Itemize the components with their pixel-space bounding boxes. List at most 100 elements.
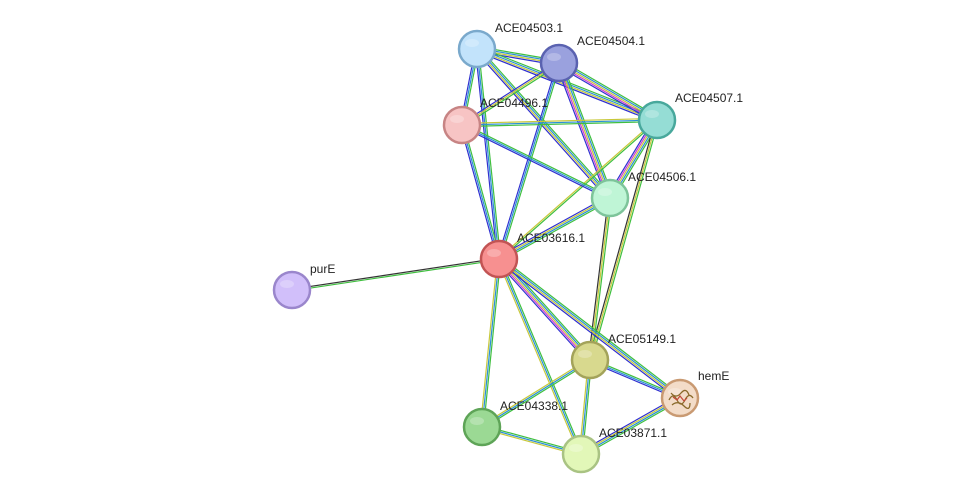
node-highlight (487, 249, 501, 257)
edge-evidence-line (499, 258, 584, 454)
node-label: hemE (698, 369, 729, 383)
edge-ace03616-1-to-pure (291, 257, 500, 292)
edge-evidence-line (480, 358, 590, 427)
node-label: purE (310, 262, 335, 276)
edge-evidence-line (498, 258, 582, 455)
node-circle[interactable] (590, 178, 630, 218)
edge-ace05149-1-to-ace04338-1 (480, 358, 592, 429)
edge-evidence-line (497, 195, 610, 258)
edge-evidence-line (498, 258, 591, 361)
edge-evidence-line (496, 260, 589, 363)
node-circle[interactable] (570, 340, 610, 380)
node-ace03616-1[interactable]: ACE03616.1 (479, 231, 585, 279)
edge-evidence-line (462, 123, 611, 198)
node-circle[interactable] (462, 407, 502, 447)
edge-evidence-line (482, 259, 502, 428)
edge-ace04496-1-to-ace04506-1 (461, 123, 611, 200)
edge-evidence-line (461, 124, 500, 260)
node-circle[interactable] (637, 100, 677, 140)
node-label: ACE03871.1 (599, 426, 667, 440)
node-highlight (280, 280, 294, 288)
node-ace04503-1[interactable]: ACE04503.1 (457, 21, 563, 69)
node-highlight (547, 53, 561, 61)
edge-evidence-line (462, 120, 658, 128)
edge-evidence-line (499, 199, 612, 262)
edge-evidence-line (291, 257, 499, 290)
edge-evidence-line (481, 359, 591, 428)
edge-evidence-line (498, 62, 560, 260)
node-label: ACE04496.1 (480, 96, 548, 110)
protein-structure-icon (668, 389, 694, 410)
edge-evidence-line (555, 63, 608, 200)
node-ace04338-1[interactable]: ACE04338.1 (462, 399, 568, 447)
edge-evidence-line (461, 117, 657, 125)
edge-evidence-line (558, 62, 611, 199)
edge-ace04504-1-to-ace03616-1 (496, 62, 562, 260)
node-ace04504-1[interactable]: ACE04504.1 (539, 34, 645, 83)
edge-evidence-line (496, 62, 559, 259)
node-circle[interactable] (442, 105, 482, 145)
node-circle[interactable] (457, 29, 497, 69)
node-circle[interactable] (561, 434, 601, 474)
edge-evidence-line (497, 260, 679, 401)
node-circle[interactable] (479, 239, 519, 279)
node-highlight (569, 444, 583, 452)
edge-ace03616-1-to-ace03871-1 (496, 258, 584, 455)
edge-evidence-line (498, 196, 610, 259)
node-label: ACE05149.1 (608, 332, 676, 346)
edge-evidence-line (477, 48, 502, 259)
node-label: ACE03616.1 (517, 231, 585, 245)
edge-evidence-line (499, 63, 562, 260)
node-ace03871-1[interactable]: ACE03871.1 (561, 426, 667, 474)
edge-ace04506-1-to-ace03616-1 (497, 195, 612, 262)
node-label: ACE04506.1 (628, 170, 696, 184)
edge-evidence-line (461, 125, 610, 200)
node-label: ACE04338.1 (500, 399, 568, 413)
edge-ace04504-1-to-ace04506-1 (555, 61, 614, 200)
edge-evidence-line (498, 259, 680, 400)
edge-evidence-line (476, 49, 657, 122)
edge-evidence-line (559, 62, 613, 198)
edge-evidence-line (462, 124, 502, 259)
edge-ace03616-1-to-heme (497, 256, 682, 401)
node-highlight (450, 115, 464, 123)
edge-evidence-line (482, 360, 592, 429)
node-label: ACE04503.1 (495, 21, 563, 35)
node-circle[interactable] (539, 43, 579, 83)
node-highlight (465, 39, 479, 47)
edge-evidence-line (500, 256, 682, 397)
edge-evidence-line (459, 125, 499, 260)
node-ace04507-1[interactable]: ACE04507.1 (637, 91, 743, 140)
edge-ace04507-1-to-ace04496-1 (461, 117, 658, 128)
edge-ace04503-1-to-ace03616-1 (474, 48, 502, 260)
edge-ace04507-1-to-ace05149-1 (587, 119, 660, 361)
node-ace04506-1[interactable]: ACE04506.1 (590, 170, 696, 218)
node-circle[interactable] (272, 270, 312, 310)
node-label: ACE04504.1 (577, 34, 645, 48)
edge-ace04496-1-to-ace03616-1 (459, 124, 502, 260)
edge-evidence-line (499, 120, 658, 261)
node-pure[interactable]: purE (272, 262, 335, 310)
node-label: ACE04507.1 (675, 91, 743, 105)
node-highlight (470, 417, 484, 425)
edge-evidence-line (476, 48, 500, 260)
edge-evidence-line (498, 118, 657, 259)
node-highlight (645, 110, 659, 118)
edge-ace04507-1-to-ace03616-1 (498, 118, 658, 261)
edge-evidence-line (589, 119, 658, 361)
edge-evidence-line (497, 259, 590, 362)
edge-evidence-line (499, 198, 611, 261)
edge-evidence-line (292, 259, 500, 292)
node-highlight (598, 188, 612, 196)
edge-evidence-line (496, 259, 581, 455)
node-ace04496-1[interactable]: ACE04496.1 (442, 96, 548, 145)
protein-structure-detail (672, 395, 688, 402)
edge-evidence-line (587, 119, 657, 360)
edge-evidence-line (590, 120, 660, 361)
node-ace05149-1[interactable]: ACE05149.1 (570, 332, 676, 380)
node-heme[interactable]: hemE (660, 369, 729, 418)
edge-evidence-line (474, 49, 499, 260)
edge-evidence-line (556, 63, 610, 199)
